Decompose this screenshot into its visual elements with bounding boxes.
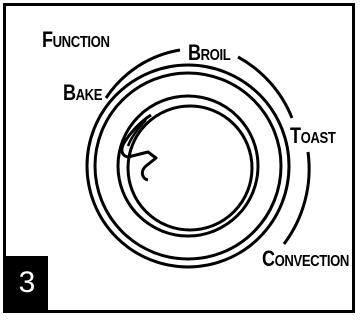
knob-pointer-inner-icon [126,119,147,147]
setting-arc-icon [104,48,181,99]
label-toast: TOAST [290,123,336,148]
label-convection: CONVECTION [262,246,349,271]
knob-pointer-icon [120,113,158,182]
function-knob-icon[interactable] [85,63,291,269]
setting-arc-segment-broil-toast [237,55,294,119]
label-bake: BAKE [63,80,103,105]
label-broil: BROIL [188,40,231,65]
label-function: FUNCTION [42,27,110,52]
setting-arc-segment-toast-convection [282,151,311,245]
step-number-badge: 3 [6,256,48,310]
